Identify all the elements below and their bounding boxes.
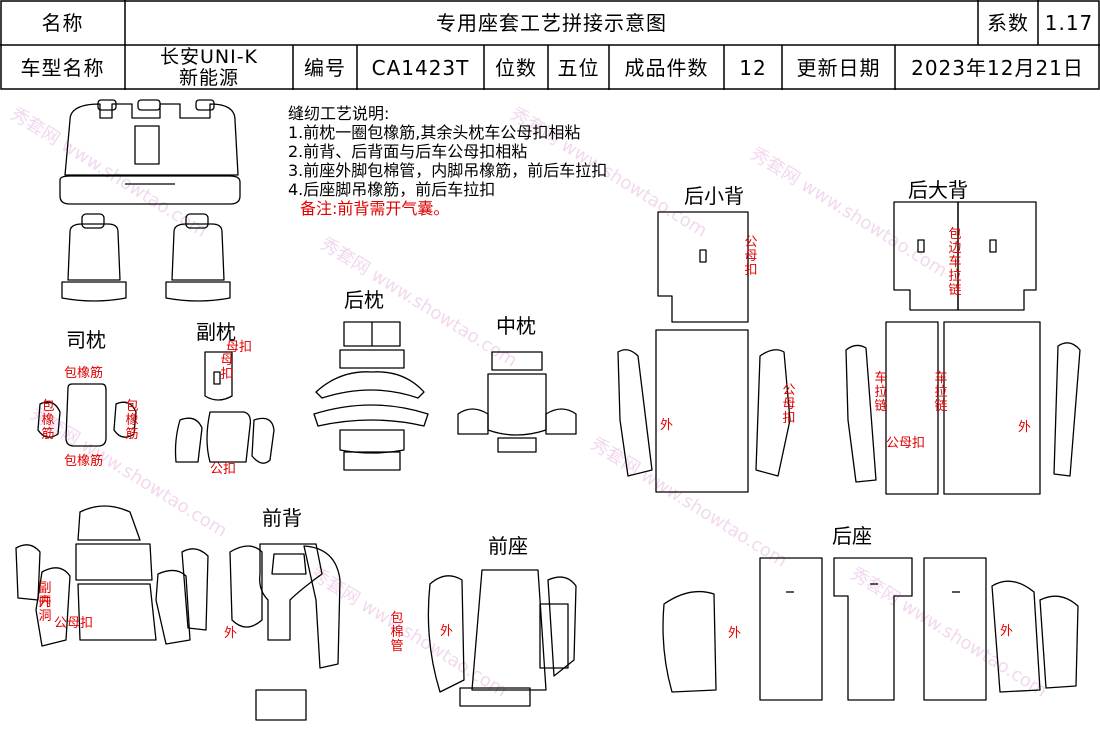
coef-label: 系数 [987, 10, 1029, 35]
front-seat-overview-right [165, 213, 231, 302]
annotation-male-snap: 公扣 [210, 462, 237, 477]
section-rear-headrest: 后枕 [344, 288, 384, 312]
annotation-female-snap: 母扣 [226, 340, 253, 355]
page-title: 专用座套工艺拼接示意图 [436, 10, 667, 35]
rear-big-back-pieces [845, 201, 1081, 495]
model-label: 车型名称 [20, 55, 105, 80]
section-driver-headrest: 司枕 [66, 328, 106, 352]
model-line2: 新能源 [178, 66, 239, 89]
name-label: 名称 [41, 10, 84, 35]
annotation-outer: 外 [660, 418, 674, 433]
section-passenger-headrest: 副枕 [196, 320, 236, 344]
annotation-wrap-elastic: 包橡筋 [64, 366, 104, 381]
rear-seat-pieces [662, 557, 1079, 701]
front-back-pieces [15, 505, 341, 721]
annotation-male-female-snap: 公母扣 [744, 235, 758, 278]
driver-headrest-pieces [37, 383, 137, 447]
annotation-passenger-inner: 副内 [38, 581, 52, 610]
annotation-male-female-snap: 公母扣 [782, 383, 796, 426]
front-seat-overview-left [61, 213, 127, 302]
rear-small-back-pieces [617, 211, 791, 493]
annotation-female-snap: 母扣 [220, 353, 234, 382]
section-middle-headrest: 中枕 [496, 314, 536, 338]
section-rear-small-back: 后小背 [684, 184, 744, 208]
header-grid [0, 0, 1100, 90]
pieces-value: 12 [739, 55, 767, 80]
annotation-male-female-snap: 公母扣 [886, 436, 926, 451]
seats-value: 五位 [557, 55, 600, 80]
annotation-open: 开洞 [38, 595, 52, 624]
code-value: CA1423T [371, 55, 470, 80]
annotation-outer: 外 [440, 624, 454, 639]
coef-value: 1.17 [1044, 10, 1094, 35]
annotation-wrap-elastic: 包橡筋 [41, 399, 55, 442]
rear-headrest-pieces [313, 321, 429, 471]
annotation-sew-zipper: 车拉链 [874, 371, 888, 414]
code-label: 编号 [304, 55, 346, 80]
middle-headrest-pieces [457, 351, 577, 453]
date-label: 更新日期 [796, 55, 881, 80]
annotation-outer: 外 [1000, 624, 1014, 639]
annotation-zipper-wrap: 包边车拉链 [948, 227, 962, 298]
header-table: 名称 专用座套工艺拼接示意图 系数 1.17 车型名称 长安UNI-K 新能源 … [0, 0, 1100, 90]
notes-item: 1.前枕一圈包橡筋,其余头枕车公母扣相粘 [288, 123, 581, 142]
annotation-male-female-snap: 公母扣 [54, 616, 94, 631]
section-front-back: 前背 [262, 506, 302, 530]
annotation-wrap-elastic: 包橡筋 [125, 399, 139, 442]
sewing-notes: 缝纫工艺说明: 1.前枕一圈包橡筋,其余头枕车公母扣相粘 2.前背、后背面与后车… [288, 104, 607, 218]
notes-title: 缝纫工艺说明: [288, 104, 390, 123]
notes-item: 4.后座脚吊橡筋，前后车拉扣 [288, 180, 496, 199]
annotation-outer: 外 [1018, 420, 1032, 435]
model-value: 长安UNI-K 新能源 [125, 45, 293, 90]
model-line1: 长安UNI-K [159, 45, 259, 68]
section-rear-seat: 后座 [832, 524, 872, 548]
annotation-outer: 外 [224, 626, 238, 641]
annotation-outer: 外 [728, 626, 742, 641]
annotation-sew-zipper: 车拉链 [934, 371, 948, 414]
notes-item: 2.前背、后背面与后车公母扣相粘 [288, 142, 528, 161]
pieces-label: 成品件数 [624, 55, 709, 80]
annotation-wrap-cotton-tube: 包棉管 [390, 611, 404, 654]
rear-seat-overview [59, 99, 241, 205]
notes-remark: 备注:前背需开气囊。 [300, 199, 450, 218]
seats-label: 位数 [495, 55, 537, 80]
notes-item: 3.前座外脚包棉管，内脚吊橡筋，前后车拉扣 [288, 161, 608, 180]
passenger-headrest-pieces [174, 351, 275, 464]
annotation-wrap-elastic: 包橡筋 [64, 454, 104, 469]
date-value: 2023年12月21日 [911, 55, 1084, 80]
front-seat-pieces [427, 569, 577, 707]
section-front-seat: 前座 [488, 534, 528, 558]
section-rear-big-back: 后大背 [908, 178, 968, 202]
